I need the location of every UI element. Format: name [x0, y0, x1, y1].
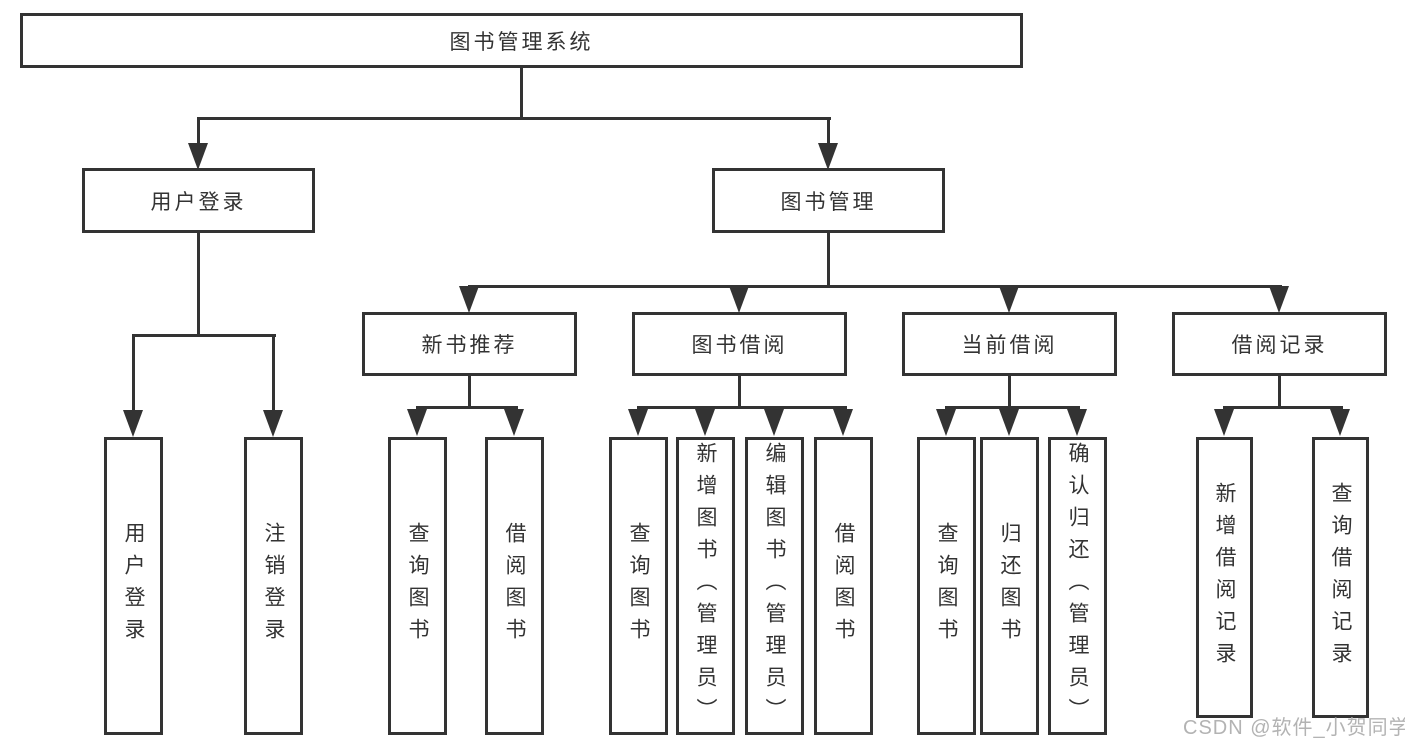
connector-line-horizontal: [1223, 406, 1343, 409]
arrowhead-down: [1067, 409, 1087, 436]
arrowhead-down: [1269, 286, 1289, 313]
node-book-management: 图书管理: [712, 168, 945, 233]
node-bb-query-books: 查询图书: [609, 437, 668, 735]
node-login: 用户登录: [104, 437, 163, 735]
arrowhead-down: [188, 143, 208, 170]
connector-line-vertical: [132, 334, 135, 412]
node-current-borrow: 当前借阅: [902, 312, 1117, 376]
connector-line-vertical: [827, 231, 830, 288]
arrowhead-down: [504, 409, 524, 436]
node-bb-edit-books: 编辑图书（管理员）: [745, 437, 804, 735]
arrowhead-down: [1214, 409, 1234, 436]
arrowhead-down: [818, 143, 838, 170]
watermark-text: CSDN @软件_小贺同学: [1183, 717, 1405, 739]
connector-line-vertical: [1278, 374, 1281, 409]
connector-line-vertical: [1008, 374, 1011, 409]
arrowhead-down: [999, 286, 1019, 313]
connector-line-vertical: [827, 117, 830, 147]
node-rec-query-record: 查询借阅记录: [1312, 437, 1369, 718]
arrowhead-down: [936, 409, 956, 436]
connector-line-horizontal: [416, 406, 518, 409]
node-user-login: 用户登录: [82, 168, 315, 233]
arrowhead-down: [459, 286, 479, 313]
node-borrow-records: 借阅记录: [1172, 312, 1387, 376]
connector-line-horizontal: [637, 406, 847, 409]
arrowhead-down: [263, 410, 283, 437]
node-cb-confirm-return: 确认归还（管理员）: [1048, 437, 1107, 735]
connector-line-vertical: [197, 231, 200, 336]
node-nb-borrow-books: 借阅图书: [485, 437, 544, 735]
connector-line-horizontal: [945, 406, 1080, 409]
node-library-system: 图书管理系统: [20, 13, 1023, 68]
connector-line-vertical: [468, 374, 471, 409]
arrowhead-down: [695, 409, 715, 436]
connector-line-vertical: [738, 374, 741, 409]
node-bb-add-books: 新增图书（管理员）: [676, 437, 735, 735]
arrowhead-down: [628, 409, 648, 436]
arrowhead-down: [999, 409, 1019, 436]
arrowhead-down: [833, 409, 853, 436]
node-logout: 注销登录: [244, 437, 303, 735]
arrowhead-down: [729, 286, 749, 313]
arrowhead-down: [407, 409, 427, 436]
arrowhead-down: [123, 410, 143, 437]
arrowhead-down: [1330, 409, 1350, 436]
node-nb-query-books: 查询图书: [388, 437, 447, 735]
arrowhead-down: [764, 409, 784, 436]
node-rec-add-record: 新增借阅记录: [1196, 437, 1253, 718]
connector-line-horizontal: [132, 334, 276, 337]
connector-line-horizontal: [468, 285, 1282, 288]
node-cb-return-books: 归还图书: [980, 437, 1039, 735]
node-new-book-recommend: 新书推荐: [362, 312, 577, 376]
connector-line-vertical: [272, 334, 275, 412]
connector-line-vertical: [520, 66, 523, 120]
node-cb-query-books: 查询图书: [917, 437, 976, 735]
node-bb-borrow-books: 借阅图书: [814, 437, 873, 735]
node-book-borrow: 图书借阅: [632, 312, 847, 376]
connector-line-vertical: [197, 117, 200, 147]
connector-line-horizontal: [197, 117, 831, 120]
